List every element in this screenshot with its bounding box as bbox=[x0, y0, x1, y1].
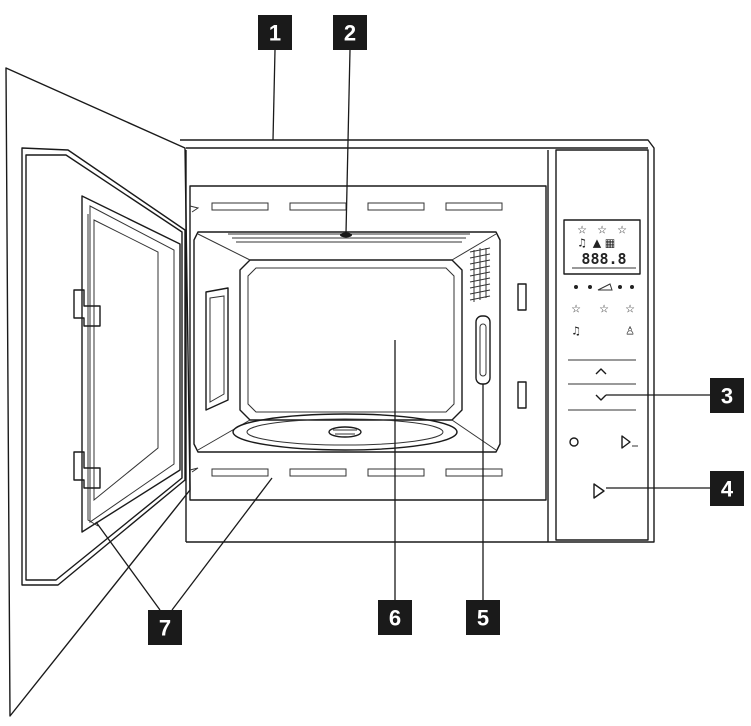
chevron-down-icon bbox=[595, 394, 607, 401]
callout-2: 2 bbox=[333, 15, 367, 50]
callout-label: 2 bbox=[344, 21, 356, 46]
waveguide-vents bbox=[469, 247, 491, 302]
weight-icon: ▲ bbox=[593, 237, 602, 250]
turntable bbox=[232, 413, 458, 451]
play-icon bbox=[593, 483, 605, 499]
weight-icon[interactable]: ♙ bbox=[625, 325, 635, 338]
chevron-down-button[interactable] bbox=[595, 394, 607, 401]
mica-cover bbox=[475, 315, 491, 385]
callout-label: 6 bbox=[389, 606, 401, 631]
door-hook-top bbox=[73, 289, 101, 327]
callout-label: 4 bbox=[721, 477, 734, 502]
chevron-up-button[interactable] bbox=[595, 368, 607, 375]
top-vents bbox=[211, 202, 503, 211]
star-icon: ☆ bbox=[597, 224, 607, 237]
clock-button[interactable] bbox=[569, 437, 579, 447]
callout-6: 6 bbox=[378, 600, 412, 635]
callout-5: 5 bbox=[466, 600, 500, 635]
chevron-up-icon bbox=[595, 368, 607, 375]
callout-label: 7 bbox=[159, 616, 171, 641]
door-hook-bottom bbox=[73, 451, 101, 489]
clock-icon bbox=[569, 437, 579, 447]
microwave-cabinet bbox=[180, 139, 655, 543]
star-icon[interactable]: ☆ bbox=[571, 303, 581, 316]
star-icon[interactable]: ☆ bbox=[625, 303, 635, 316]
grill-heater bbox=[228, 232, 470, 243]
quick-start-button[interactable] bbox=[621, 435, 638, 449]
callout-label: 1 bbox=[269, 21, 281, 46]
start-icon bbox=[621, 435, 631, 449]
callout-label: 3 bbox=[721, 384, 733, 409]
callout-3: 3 bbox=[710, 378, 744, 413]
callout-7: 7 bbox=[148, 610, 182, 645]
bell-icon[interactable]: ♫ bbox=[571, 325, 581, 338]
callout-label: 5 bbox=[477, 606, 489, 631]
callout-4: 4 bbox=[710, 471, 744, 506]
oven-cavity bbox=[193, 231, 501, 453]
defrost-icon: ▦ bbox=[605, 237, 615, 250]
callout-1: 1 bbox=[258, 15, 292, 50]
bell-icon: ♫ bbox=[577, 237, 587, 250]
star-icon: ☆ bbox=[577, 224, 587, 237]
bottom-vents bbox=[211, 468, 503, 477]
leader-lines bbox=[95, 49, 710, 611]
lcd-display: ☆ ☆ ☆ ♫ ▲ ▦ 888.8 bbox=[563, 219, 641, 275]
control-panel: ☆ ☆ ☆ ♫ ▲ ▦ 888.8 ☆ ☆ ☆ ♫ ♙ bbox=[555, 149, 649, 541]
indicator-dots bbox=[574, 283, 634, 291]
star-icon[interactable]: ☆ bbox=[599, 303, 609, 316]
star-icon: ☆ bbox=[617, 224, 627, 237]
start-button[interactable] bbox=[593, 483, 605, 499]
lcd-digits: 888.8 bbox=[581, 250, 626, 268]
